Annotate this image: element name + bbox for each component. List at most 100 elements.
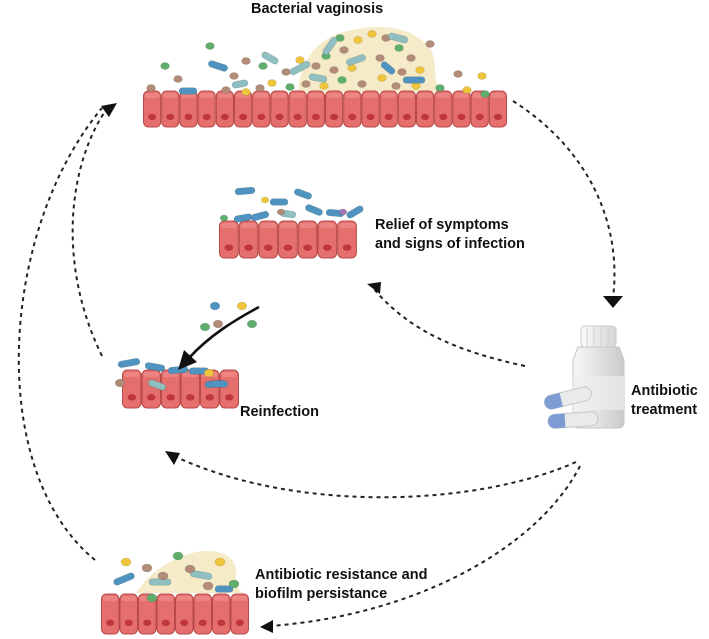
dashed-arrow-icon <box>17 107 103 561</box>
rod-bacterium-icon <box>250 210 270 222</box>
cell-nucleus <box>148 113 157 121</box>
coccus-bacterium-icon <box>480 90 490 98</box>
rod-bacterium-icon <box>402 76 426 84</box>
cell-nucleus <box>263 244 273 251</box>
antibiotic-treatment-line-2: treatment <box>631 402 698 418</box>
epithelial-cell <box>343 90 362 128</box>
epithelial-cell <box>488 90 507 128</box>
coccus-bacterium-icon <box>219 214 229 222</box>
cell-nucleus <box>106 619 115 626</box>
coccus-bacterium-icon <box>141 563 153 573</box>
arrowhead-icon <box>367 282 381 294</box>
coccus-bacterium-icon <box>425 40 435 48</box>
rod-bacterium-icon <box>148 578 172 586</box>
cell-nucleus <box>146 394 156 401</box>
solid-arrow-icon <box>178 305 260 370</box>
cell-nucleus <box>330 113 339 121</box>
relief-label: Relief of symptoms and signs of infectio… <box>375 216 525 254</box>
coccus-bacterium-icon <box>246 319 258 329</box>
epithelial-cell <box>452 90 471 128</box>
cell-nucleus <box>224 244 234 251</box>
epithelial-cell <box>379 90 398 128</box>
cell-nucleus <box>235 619 244 626</box>
cell-nucleus <box>166 113 175 121</box>
epithelial-cell <box>361 90 380 128</box>
cell-nucleus <box>166 394 176 401</box>
rod-bacterium-icon <box>231 79 249 89</box>
coccus-bacterium-icon <box>462 86 472 94</box>
cell-nucleus <box>348 113 357 121</box>
coccus-bacterium-icon <box>357 80 367 88</box>
cell-nucleus <box>217 619 226 626</box>
cell-nucleus <box>161 619 170 626</box>
coccus-bacterium-icon <box>241 57 251 65</box>
cell-nucleus <box>303 244 312 251</box>
epithelial-cell <box>212 593 231 635</box>
cell-nucleus <box>224 394 234 401</box>
cell-nucleus <box>143 619 152 626</box>
relief-line-1: Relief of symptoms <box>375 217 509 233</box>
coccus-bacterium-icon <box>229 72 239 80</box>
coccus-bacterium-icon <box>172 551 184 561</box>
cell-nucleus <box>366 113 375 121</box>
rod-bacterium-icon <box>144 362 166 372</box>
coccus-bacterium-icon <box>146 593 158 603</box>
rod-bacterium-icon <box>113 572 135 586</box>
rod-bacterium-icon <box>189 570 213 580</box>
coccus-bacterium-icon <box>406 54 416 62</box>
rod-bacterium-icon <box>117 358 141 368</box>
cell-nucleus <box>124 619 133 626</box>
bacteria-group <box>113 30 490 603</box>
coccus-bacterium-icon <box>276 208 286 216</box>
reinfection-label: Reinfection <box>240 403 319 422</box>
cell-nucleus <box>275 113 284 121</box>
arrowhead-icon <box>260 620 273 633</box>
coccus-bacterium-icon <box>301 80 311 88</box>
epithelial-cell <box>288 90 307 128</box>
cell-nucleus <box>184 113 193 121</box>
rod-bacterium-icon <box>305 204 323 216</box>
rod-bacterium-icon <box>387 32 409 44</box>
coccus-bacterium-icon <box>319 82 329 90</box>
epithelial-cell <box>258 220 279 259</box>
coccus-bacterium-icon <box>375 54 385 62</box>
coccus-bacterium-icon <box>114 378 126 388</box>
cell-nucleus <box>205 394 215 401</box>
arrowhead-icon <box>101 103 117 117</box>
coccus-bacterium-icon <box>173 75 183 83</box>
coccus-bacterium-icon <box>394 44 404 52</box>
arrowhead-icon <box>165 451 180 465</box>
coccus-bacterium-icon <box>267 79 277 87</box>
epithelial-cell <box>238 220 259 259</box>
dashed-arrow-icon <box>512 100 616 299</box>
reinfection-text: Reinfection <box>240 404 319 420</box>
coccus-bacterium-icon <box>258 62 268 70</box>
epithelial-cell <box>317 220 338 259</box>
coccus-bacterium-icon <box>120 557 132 567</box>
epithelial-cell <box>175 593 194 635</box>
epithelial-cell <box>197 90 216 128</box>
cell-nucleus <box>127 394 137 401</box>
rod-bacterium-icon <box>208 60 228 72</box>
dashed-arrows <box>17 100 616 627</box>
epithelial-cell <box>297 220 318 259</box>
epithelial-cell <box>270 90 289 128</box>
antibiotic-treatment-label: Antibiotic treatment <box>631 382 698 420</box>
coccus-bacterium-icon <box>338 208 348 216</box>
epithelial-cell <box>119 593 138 635</box>
coccus-bacterium-icon <box>236 301 248 311</box>
coccus-bacterium-icon <box>367 30 377 38</box>
bacterial-vaginosis-label: Bacterial vaginosis <box>251 0 383 19</box>
capsule-icon <box>544 386 599 429</box>
rod-bacterium-icon <box>322 36 338 56</box>
cell-nucleus <box>198 619 207 626</box>
coccus-bacterium-icon <box>397 68 407 76</box>
resistance-line-1: Antibiotic resistance and <box>255 567 428 583</box>
rod-bacterium-icon <box>148 379 166 391</box>
cell-nucleus <box>220 113 229 121</box>
epithelial-cell <box>101 593 120 635</box>
dashed-arrow-icon <box>373 288 526 367</box>
coccus-bacterium-icon <box>160 62 170 70</box>
cell-nucleus <box>402 113 411 121</box>
epithelial-cell <box>156 593 175 635</box>
